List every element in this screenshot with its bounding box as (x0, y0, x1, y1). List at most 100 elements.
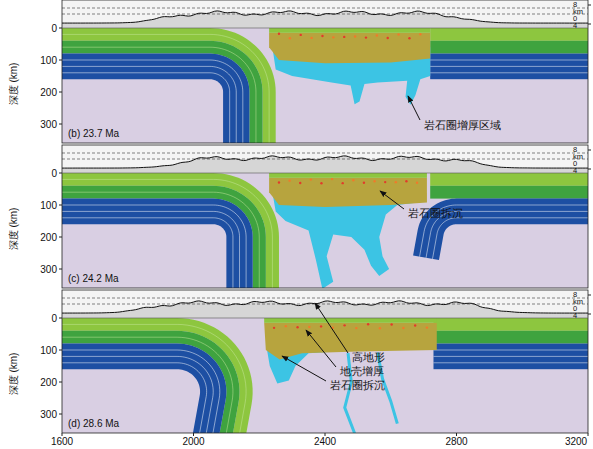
slab-layer (62, 28, 276, 143)
slab-layer (62, 41, 263, 143)
layer-line (62, 205, 246, 288)
melt-spot (300, 34, 302, 36)
reference-line (62, 159, 588, 160)
tick (59, 318, 62, 319)
melt-spot (416, 182, 418, 184)
tick (588, 150, 591, 151)
slab-layer (62, 199, 253, 288)
melt-spot (379, 327, 381, 329)
melt-spot (278, 181, 280, 183)
reference-line (62, 8, 588, 9)
surface-line (62, 173, 588, 174)
panel-label: (c) 24.2 Ma (68, 273, 119, 284)
tick (59, 60, 62, 61)
melt-spot (408, 37, 410, 39)
model-section (62, 318, 588, 433)
air (62, 145, 588, 173)
melt-spot (405, 180, 407, 182)
tick (588, 24, 591, 25)
melt-spot (343, 36, 345, 38)
depth-tick: 200 (40, 377, 57, 388)
depth-tick: 300 (40, 409, 57, 420)
tick (59, 92, 62, 93)
tick (59, 173, 62, 174)
melt-spot (363, 182, 365, 184)
layer-line (62, 350, 220, 433)
melt-spot (384, 181, 386, 183)
melt-spot (365, 36, 367, 38)
melt-spot (289, 37, 291, 39)
upper-crust (269, 173, 427, 178)
leader-arrow (306, 330, 336, 367)
slab-layer (62, 54, 249, 143)
axis-title: 深度 (km) (8, 63, 19, 106)
melt-spot (367, 323, 369, 325)
melt-spot (402, 327, 404, 329)
melt-spot (343, 324, 345, 326)
relief-fill (62, 156, 588, 173)
depth-tick: 200 (40, 87, 57, 98)
melt-spot (354, 35, 356, 37)
tick (59, 414, 62, 415)
melt-spot (308, 326, 310, 328)
panel-frame (62, 0, 588, 143)
tick (59, 269, 62, 270)
melt-spot (310, 178, 312, 180)
layer-line (433, 362, 588, 363)
tick (588, 314, 591, 315)
topography (62, 0, 588, 28)
thickened-crust (269, 178, 427, 207)
leader-arrow (282, 356, 326, 381)
slab-layer (62, 186, 266, 288)
layer-line (62, 192, 259, 288)
annotation: 高地形 (352, 351, 385, 363)
layer-line (62, 211, 240, 288)
lower-crust (430, 41, 588, 54)
depth-tick: 0 (51, 168, 57, 179)
layer-line (62, 363, 207, 433)
annotation: 岩石圈拆沉 (330, 379, 385, 391)
slab-layer (62, 344, 226, 433)
scale-value: 4 (573, 312, 577, 320)
lithospheric-mantle (433, 344, 588, 370)
depth-tick: 100 (40, 345, 57, 356)
layer-line (62, 218, 233, 288)
relief-fill (62, 301, 588, 318)
melt-spot (342, 182, 344, 184)
axis-title: 深度 (km) (8, 208, 19, 251)
tick (59, 124, 62, 125)
melt-spot (373, 180, 375, 182)
depth-tick: 0 (51, 23, 57, 34)
x-tick: 1600 (51, 436, 73, 447)
layer-line (433, 350, 588, 351)
thickened-crust (269, 33, 430, 63)
reference-line (62, 304, 588, 305)
melt-spot (321, 35, 323, 37)
melt-spot (331, 178, 333, 180)
topography-profile (62, 301, 588, 313)
melt-spot (352, 179, 354, 181)
melt-spot (355, 327, 357, 329)
tick (59, 382, 62, 383)
melt-spot (414, 324, 416, 326)
x-tick: 2400 (314, 436, 336, 447)
topography (62, 290, 588, 318)
depth-tick: 0 (51, 313, 57, 324)
lower-crust (430, 186, 588, 199)
upper-crust (430, 28, 588, 41)
melt-spot (387, 37, 389, 39)
layer-line (62, 47, 256, 143)
melt-spot (426, 326, 428, 328)
reference-line (62, 153, 588, 154)
tick (588, 433, 589, 436)
tick (588, 295, 591, 296)
melt-spot (310, 37, 312, 39)
layer-line (433, 356, 588, 357)
model-section (62, 173, 588, 288)
depth-tick: 200 (40, 232, 57, 243)
tick (59, 237, 62, 238)
depth-tick: 300 (40, 119, 57, 130)
model-section (62, 28, 588, 143)
